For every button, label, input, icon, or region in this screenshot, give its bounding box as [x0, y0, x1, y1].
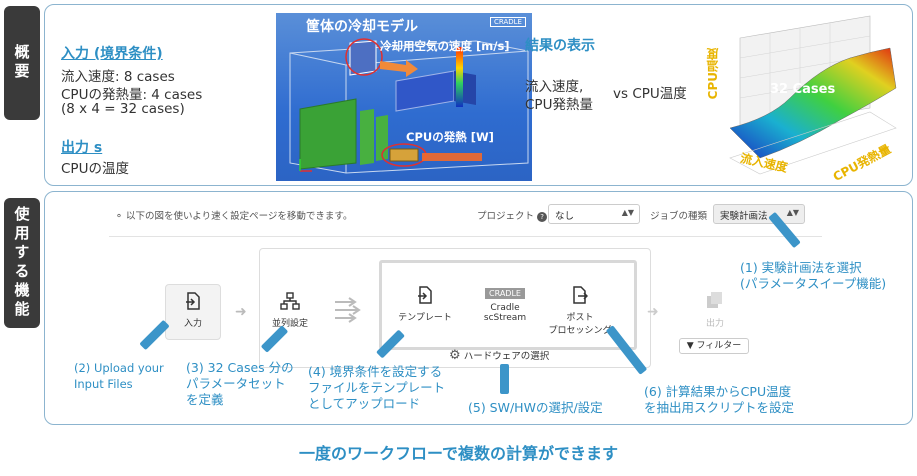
callout-4-line: としてアップロード	[308, 396, 421, 411]
input-node[interactable]: 入力	[165, 292, 221, 329]
callout-3-line: (3) 32 Cases 分の	[186, 360, 294, 375]
callout-3-line: パラメータセット	[186, 376, 286, 391]
output-heading: 出力 s	[61, 140, 103, 156]
surface-z-label: CPU温度	[706, 48, 720, 100]
callout-6-line: (6) 計算結果からCPU温度	[644, 384, 792, 399]
callout-1-line: (パラメータスイープ機能)	[740, 276, 887, 291]
footer-message: 一度のワークフローで複数の計算ができます	[298, 444, 619, 463]
callout-5: (5) SW/HWの選択/設定	[468, 400, 603, 416]
template-node[interactable]: テンプレート	[390, 286, 460, 323]
cradle-logo: CRADLE	[490, 17, 526, 27]
callout-3: (3) 32 Cases 分の パラメータセット を定義	[186, 360, 294, 408]
project-select-value: なし	[555, 211, 575, 222]
callout-2-line: (2) Upload your	[74, 361, 164, 375]
post-node-line1: ポスト	[566, 313, 594, 323]
surface-plot-drawing	[729, 15, 897, 175]
help-icon[interactable]: ?	[537, 212, 548, 222]
cradle-logo: CRADLE	[485, 288, 525, 299]
output-node[interactable]: 出力	[685, 290, 745, 329]
surface-center-label: 32 Cases	[770, 82, 836, 97]
select-caret-icon: ▲▼	[786, 208, 799, 217]
arrow-right-icon: ➜	[235, 304, 247, 320]
project-select[interactable]: なし ▲▼	[548, 204, 640, 224]
tab-features: 使用する機能	[4, 198, 40, 328]
cpu-heat-label: CPUの発熱 [W]	[406, 130, 494, 144]
callout-6-line: を抽出用スクリプトを設定	[644, 400, 795, 415]
filter-button-label: フィルター	[696, 341, 742, 351]
cradle-node-line1: Cradle	[490, 303, 520, 313]
post-node-line2: プロセッシング	[548, 326, 612, 336]
output-node-label: 出力	[705, 319, 724, 329]
input-line: 流入速度: 8 cases	[61, 69, 175, 85]
post-processing-node[interactable]: ポスト プロセッシング	[539, 286, 621, 336]
results-line: 流入速度,	[525, 79, 584, 95]
input-heading: 入力 (境界条件)	[61, 46, 163, 62]
tab-overview: 概要	[4, 6, 40, 120]
lightbulb-icon: ⚬	[115, 211, 123, 222]
callout-1-line: (1) 実験計画法を選択	[740, 260, 862, 275]
file-import-icon	[186, 292, 200, 310]
job-type-label: ジョブの種類	[650, 211, 708, 222]
template-node-label: テンプレート	[398, 313, 452, 323]
parallel-node[interactable]: 並列設定	[261, 292, 319, 329]
callout-4: (4) 境界条件を設定する ファイルをテンプレート としてアップロード	[308, 364, 445, 412]
callout-4-line: (4) 境界条件を設定する	[308, 364, 443, 379]
callout-2: (2) Upload your Input Files	[74, 360, 164, 392]
workflow-hint: ⚬ 以下の図を使いより速く設定ページを移動できます。	[115, 208, 352, 222]
hardware-select-button[interactable]: ⚙ ハードウェアの選択	[449, 348, 549, 363]
project-label: プロジェクト ?	[477, 208, 548, 222]
cradle-node-line2: scStream	[483, 313, 527, 323]
copy-icon	[707, 292, 722, 308]
file-import-icon	[418, 286, 432, 304]
callout-2-line: Input Files	[74, 377, 133, 391]
cooling-model-drawing	[289, 38, 529, 174]
workflow-divider	[109, 236, 822, 237]
callout-4-line: ファイルをテンプレート	[308, 380, 446, 395]
workflow-hint-text: 以下の図を使いより速く設定ページを移動できます。	[126, 211, 353, 222]
parallel-arrows-icon	[333, 296, 363, 328]
arrow-right-icon: ➜	[647, 304, 659, 320]
file-export-icon	[573, 286, 588, 304]
results-heading: 結果の表示	[525, 38, 595, 54]
pointer-5	[500, 364, 509, 394]
callout-5-line: (5) SW/HWの選択/設定	[468, 400, 603, 415]
features-panel: ⚬ 以下の図を使いより速く設定ページを移動できます。 プロジェクト ? なし ▲…	[44, 191, 913, 425]
cradle-node[interactable]: CRADLE Cradle scStream	[473, 288, 537, 323]
filter-button[interactable]: ▼ フィルター	[679, 338, 749, 354]
sim-title: 筐体の冷却モデル	[306, 19, 418, 35]
surface-plot: 32 Cases CPU温度 流入速度 CPU発熱量	[700, 8, 900, 184]
callout-3-line: を定義	[186, 392, 224, 407]
callout-6: (6) 計算結果からCPU温度 を抽出用スクリプトを設定	[644, 384, 794, 416]
sitemap-icon	[280, 292, 300, 310]
input-line: (8 x 4 = 32 cases)	[61, 101, 185, 117]
project-label-text: プロジェクト	[477, 211, 535, 222]
job-type-select[interactable]: 実験計画法 ▲▼	[713, 204, 805, 224]
filter-icon: ▼	[686, 341, 694, 351]
input-line: CPUの発熱量: 4 cases	[61, 87, 203, 103]
input-node-label: 入力	[183, 319, 202, 329]
results-line: CPU発熱量	[525, 97, 593, 113]
cooling-model-image: 筐体の冷却モデル CRADLE 冷却用空気の速度 [m/s] CPUの発熱 [W…	[276, 13, 532, 181]
airspeed-label: 冷却用空気の速度 [m/s]	[380, 39, 510, 53]
results-vs: vs CPU温度	[613, 86, 687, 102]
workflow-frame	[259, 248, 651, 368]
output-line: CPUの温度	[61, 161, 129, 177]
callout-1: (1) 実験計画法を選択 (パラメータスイープ機能)	[740, 260, 886, 292]
select-caret-icon: ▲▼	[621, 208, 634, 217]
workflow-job-box	[379, 260, 637, 350]
parallel-node-label: 並列設定	[271, 319, 308, 329]
hardware-label: ハードウェアの選択	[463, 351, 550, 362]
job-type-select-value: 実験計画法	[720, 211, 768, 222]
gear-icon: ⚙	[449, 348, 461, 363]
